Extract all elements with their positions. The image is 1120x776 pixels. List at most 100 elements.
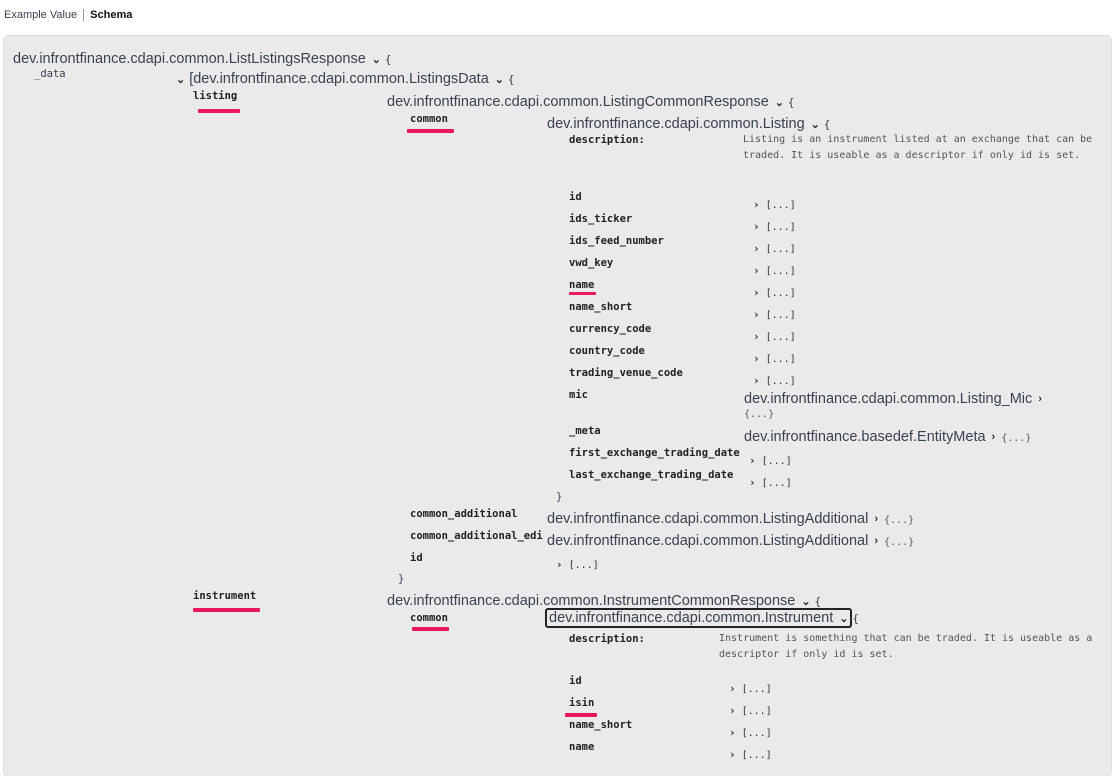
chevron-right-icon[interactable]: › [991, 431, 996, 444]
root-model[interactable]: dev.infrontfinance.cdapi.common.ListList… [13, 51, 391, 67]
listing-mic-title: dev.infrontfinance.cdapi.common.Listing_… [744, 391, 1033, 407]
array-collapsed: [...] [765, 310, 796, 321]
chevron-right-icon[interactable]: › [753, 286, 760, 299]
vwd-key-array[interactable]: › [...] [753, 264, 796, 277]
chevron-right-icon[interactable]: › [729, 748, 736, 761]
array-collapsed: [...] [765, 222, 796, 233]
property-common-additional: common_additional [410, 508, 518, 520]
isin-array[interactable]: › [...] [729, 704, 772, 717]
chevron-right-icon[interactable]: › [753, 330, 760, 343]
currency-code-array[interactable]: ›[...] [753, 330, 796, 343]
property-id: id [569, 675, 582, 687]
listings-data-model[interactable]: ⌄[dev.infrontfinance.cdapi.common.Listin… [176, 71, 514, 87]
close-brace: } [556, 491, 563, 503]
name-array[interactable]: ›[...] [753, 286, 796, 299]
array-collapsed: [...] [568, 560, 599, 571]
property-mic: mic [569, 389, 588, 401]
chevron-down-icon[interactable]: ⌄ [371, 53, 381, 66]
highlight-underline [412, 627, 449, 631]
chevron-down-icon[interactable]: ⌄ [810, 118, 820, 131]
ids-ticker-array[interactable]: › [...] [753, 220, 796, 233]
listing-additional-edi-model[interactable]: dev.infrontfinance.cdapi.common.ListingA… [547, 533, 914, 549]
listing-common-response-model[interactable]: dev.infrontfinance.cdapi.common.ListingC… [387, 94, 794, 110]
chevron-down-icon[interactable]: ⌄ [494, 73, 504, 86]
listings-data-title: [dev.infrontfinance.cdapi.common.Listing… [189, 71, 489, 87]
property-trading-venue-code: trading_venue_code [569, 367, 683, 379]
id-array[interactable]: › [...] [556, 558, 599, 571]
chevron-right-icon[interactable]: › [753, 264, 760, 277]
listing-additional-title: dev.infrontfinance.cdapi.common.ListingA… [547, 511, 869, 527]
instrument-model[interactable]: dev.infrontfinance.cdapi.common.Instrume… [545, 608, 859, 628]
instrument-common-response-title: dev.infrontfinance.cdapi.common.Instrume… [387, 593, 796, 609]
root-model-title: dev.infrontfinance.cdapi.common.ListList… [13, 51, 366, 67]
name-array[interactable]: ›[...] [729, 748, 772, 761]
listing-description: Listing is an instrument listed at an ex… [743, 134, 1093, 161]
instrument-model-button[interactable]: dev.infrontfinance.cdapi.common.Instrume… [545, 608, 853, 628]
listing-model-title: dev.infrontfinance.cdapi.common.Listing [547, 116, 805, 132]
property-listing: listing [193, 90, 238, 102]
trading-venue-code-array[interactable]: ›[...] [753, 374, 796, 387]
chevron-right-icon[interactable]: › [753, 220, 760, 233]
property-name-short: name_short [569, 719, 633, 731]
chevron-right-icon[interactable]: › [753, 374, 760, 387]
name-short-array[interactable]: › [...] [753, 308, 796, 321]
meta-collapsed: {...} [1001, 433, 1032, 444]
entity-meta-model[interactable]: dev.infrontfinance.basedef.EntityMeta›{.… [744, 429, 1031, 445]
open-brace: { [823, 119, 831, 131]
country-code-array[interactable]: ›[...] [753, 352, 796, 365]
schema-panel: dev.infrontfinance.cdapi.common.ListList… [4, 36, 1111, 776]
chevron-right-icon[interactable]: › [556, 558, 563, 571]
chevron-right-icon[interactable]: › [729, 704, 736, 717]
open-brace: { [508, 74, 515, 86]
close-brace: } [398, 573, 405, 585]
chevron-down-icon[interactable]: ⌄ [801, 595, 811, 608]
instrument-model-title: dev.infrontfinance.cdapi.common.Instrume… [549, 610, 834, 626]
array-collapsed: [...] [765, 244, 796, 255]
mic-collapsed: {...} [744, 409, 775, 420]
tab-schema[interactable]: Schema [90, 9, 133, 21]
chevron-right-icon[interactable]: › [874, 535, 879, 548]
array-collapsed: [...] [741, 706, 772, 717]
chevron-right-icon[interactable]: › [753, 308, 760, 321]
open-brace: { [814, 596, 821, 608]
object-collapsed: {...} [884, 537, 915, 548]
array-collapsed: [...] [761, 456, 792, 467]
array-collapsed: [...] [765, 266, 796, 277]
chevron-right-icon[interactable]: › [729, 682, 736, 695]
ids-feed-number-array[interactable]: › [...] [753, 242, 796, 255]
chevron-down-icon[interactable]: ⌄ [839, 612, 849, 625]
chevron-right-icon[interactable]: › [749, 454, 756, 467]
property-ids-ticker: ids_ticker [569, 213, 633, 225]
chevron-right-icon[interactable]: › [753, 352, 760, 365]
chevron-down-icon[interactable]: ⌄ [176, 73, 186, 86]
instrument-common-response-model[interactable]: dev.infrontfinance.cdapi.common.Instrume… [387, 593, 821, 609]
name-short-array[interactable]: ›[...] [729, 726, 772, 739]
property-name: name [569, 279, 595, 291]
listing-additional-edi-title: dev.infrontfinance.cdapi.common.ListingA… [547, 533, 869, 549]
chevron-down-icon[interactable]: ⌄ [774, 96, 784, 109]
chevron-right-icon[interactable]: › [1038, 393, 1042, 406]
property-common: common [410, 113, 448, 125]
open-brace: { [852, 613, 859, 625]
last-date-array[interactable]: › [...] [749, 476, 792, 489]
first-date-array[interactable]: › [...] [749, 454, 792, 467]
open-brace: { [787, 97, 795, 109]
listing-mic-model[interactable]: dev.infrontfinance.cdapi.common.Listing_… [744, 391, 1042, 407]
property-name-short: name_short [569, 301, 633, 313]
chevron-right-icon[interactable]: › [753, 198, 760, 211]
property-id: id [410, 552, 423, 564]
id-array[interactable]: ›[...] [753, 198, 796, 211]
array-collapsed: [...] [761, 478, 792, 489]
chevron-right-icon[interactable]: › [874, 513, 879, 526]
chevron-right-icon[interactable]: › [753, 242, 760, 255]
tab-example-value[interactable]: Example Value [4, 9, 78, 21]
listing-common-response-title: dev.infrontfinance.cdapi.common.ListingC… [387, 94, 769, 110]
property-currency-code: currency_code [569, 323, 652, 335]
instrument-description: Instrument is something that can be trad… [719, 633, 1093, 660]
listing-additional-model[interactable]: dev.infrontfinance.cdapi.common.ListingA… [547, 511, 914, 527]
chevron-right-icon[interactable]: › [749, 476, 756, 489]
listing-model[interactable]: dev.infrontfinance.cdapi.common.Listing ⌄… [547, 116, 830, 132]
property-description: description: [569, 134, 645, 146]
chevron-right-icon[interactable]: › [729, 726, 736, 739]
id-array[interactable]: ›[...] [729, 682, 772, 695]
